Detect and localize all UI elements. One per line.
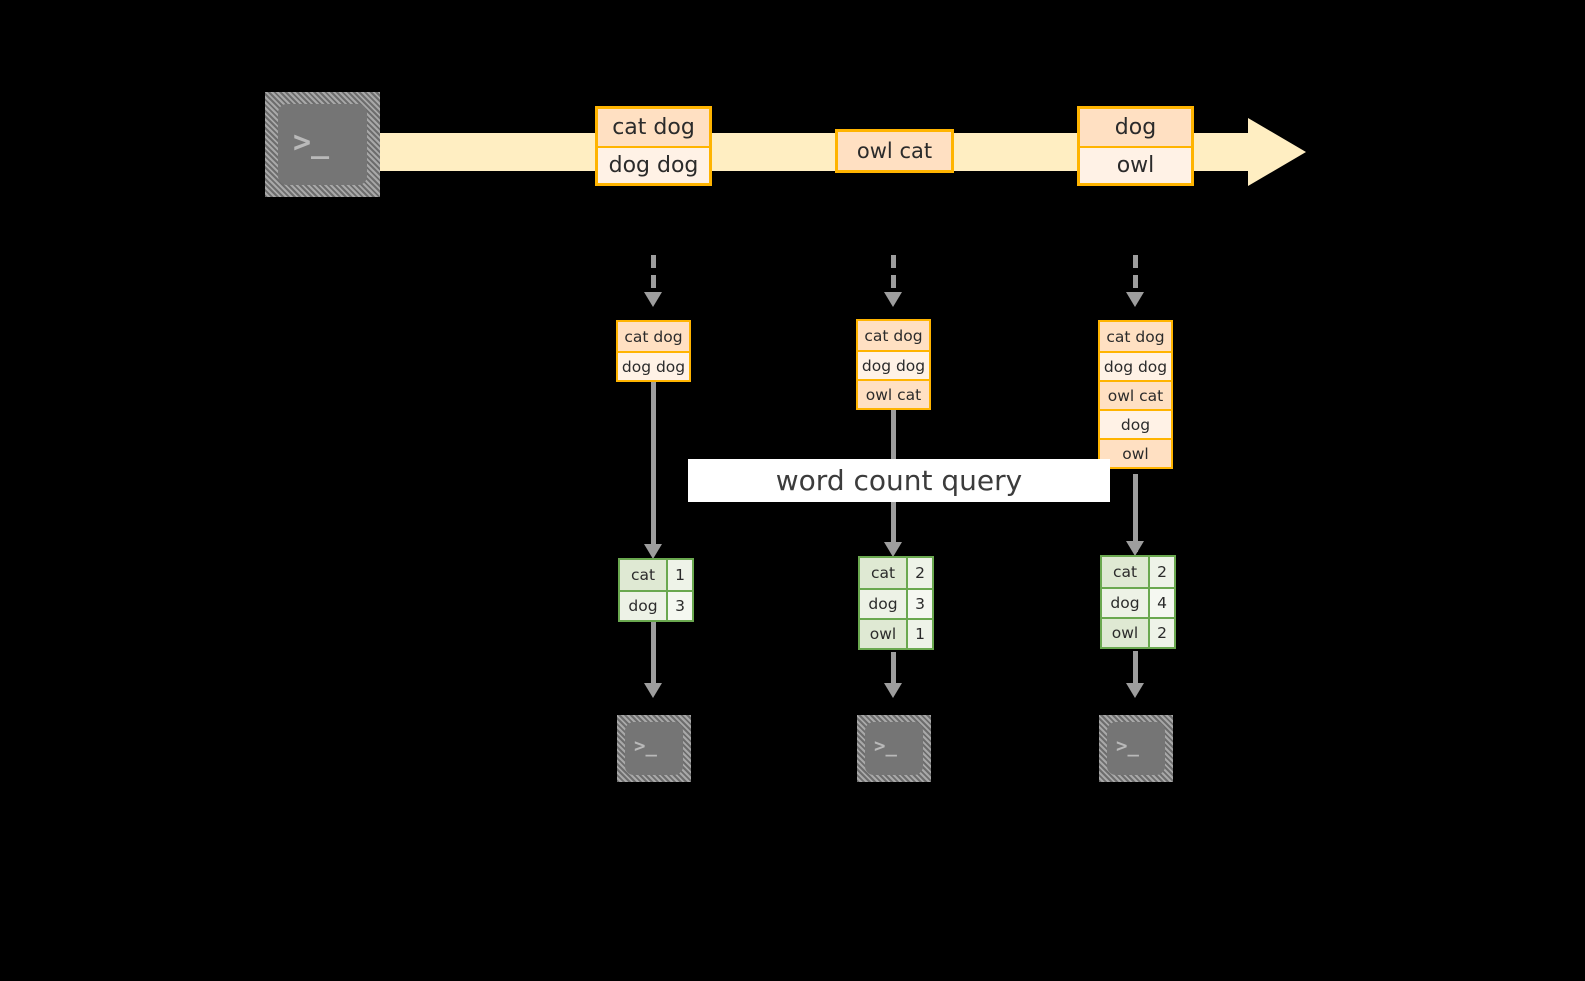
- result-count: 1: [906, 620, 932, 648]
- result-count: 2: [1148, 557, 1174, 587]
- stream-record-batch-1[interactable]: cat dog dog dog: [595, 106, 712, 186]
- result-word: owl: [1102, 619, 1148, 647]
- input-row: owl cat: [858, 379, 929, 408]
- connector-arrowhead-col-3-in: [1126, 292, 1144, 307]
- result-count: 3: [666, 592, 692, 620]
- result-count: 2: [1148, 619, 1174, 647]
- col-2-sink-terminal[interactable]: >_: [857, 715, 931, 782]
- terminal-prompt-icon: >_: [293, 125, 330, 160]
- source-terminal[interactable]: >_: [265, 92, 380, 197]
- result-row: dog 4: [1102, 587, 1174, 617]
- result-row: cat 2: [860, 558, 932, 588]
- record-line: owl cat: [838, 132, 951, 170]
- record-line: cat dog: [598, 109, 709, 146]
- record-line: owl: [1080, 146, 1191, 183]
- col-1-sink-terminal[interactable]: >_: [617, 715, 691, 782]
- record-line: dog: [1080, 109, 1191, 146]
- query-label-text: word count query: [775, 464, 1023, 497]
- result-word: cat: [1102, 557, 1148, 587]
- record-line: dog dog: [598, 146, 709, 183]
- connector-col-3-query: [1133, 474, 1138, 552]
- terminal-prompt-icon: >_: [874, 735, 897, 757]
- result-row: owl 1: [860, 618, 932, 648]
- result-row: dog 3: [620, 590, 692, 620]
- connector-col-1-sink: [651, 622, 656, 690]
- connector-col-2-sink: [891, 652, 896, 690]
- col-3-result-table[interactable]: cat 2 dog 4 owl 2: [1100, 555, 1176, 649]
- result-word: dog: [1102, 589, 1148, 617]
- connector-col-3-sink: [1133, 651, 1138, 690]
- col-3-input-table[interactable]: cat dog dog dog owl cat dog owl: [1098, 320, 1173, 469]
- input-row: owl: [1100, 438, 1171, 467]
- terminal-prompt-icon: >_: [634, 735, 657, 757]
- connector-arrowhead-col-1-in: [644, 292, 662, 307]
- terminal-body: [625, 722, 683, 775]
- dashed-connector-col-1: [651, 255, 656, 294]
- input-row: cat dog: [858, 321, 929, 350]
- connector-arrowhead-col-1-result: [644, 544, 662, 559]
- input-row: dog dog: [618, 351, 689, 380]
- result-row: cat 1: [620, 560, 692, 590]
- result-row: owl 2: [1102, 617, 1174, 647]
- result-count: 3: [906, 590, 932, 618]
- result-word: dog: [860, 590, 906, 618]
- result-count: 1: [666, 560, 692, 590]
- col-2-input-table[interactable]: cat dog dog dog owl cat: [856, 319, 931, 410]
- dashed-connector-col-2: [891, 255, 896, 294]
- connector-arrowhead-col-3-sink: [1126, 683, 1144, 698]
- connector-col-1-query: [651, 382, 656, 552]
- connector-arrowhead-col-2-sink: [884, 683, 902, 698]
- col-3-sink-terminal[interactable]: >_: [1099, 715, 1173, 782]
- result-word: cat: [860, 558, 906, 588]
- terminal-prompt-icon: >_: [1116, 735, 1139, 757]
- input-row: dog: [1100, 409, 1171, 438]
- connector-arrowhead-col-3-result: [1126, 541, 1144, 556]
- result-row: cat 2: [1102, 557, 1174, 587]
- input-row: owl cat: [1100, 380, 1171, 409]
- query-label: word count query: [688, 459, 1110, 502]
- terminal-body: [278, 104, 367, 185]
- input-row: cat dog: [1100, 322, 1171, 351]
- input-row: cat dog: [618, 322, 689, 351]
- dashed-connector-col-3: [1133, 255, 1138, 294]
- result-word: owl: [860, 620, 906, 648]
- result-row: dog 3: [860, 588, 932, 618]
- terminal-body: [865, 722, 923, 775]
- result-count: 4: [1148, 589, 1174, 617]
- result-word: dog: [620, 592, 666, 620]
- result-count: 2: [906, 558, 932, 588]
- col-1-input-table[interactable]: cat dog dog dog: [616, 320, 691, 382]
- terminal-body: [1107, 722, 1165, 775]
- stream-record-batch-2[interactable]: owl cat: [835, 129, 954, 173]
- col-1-result-table[interactable]: cat 1 dog 3: [618, 558, 694, 622]
- input-row: dog dog: [1100, 351, 1171, 380]
- input-row: dog dog: [858, 350, 929, 379]
- col-2-result-table[interactable]: cat 2 dog 3 owl 1: [858, 556, 934, 650]
- connector-arrowhead-col-1-sink: [644, 683, 662, 698]
- connector-arrowhead-col-2-result: [884, 542, 902, 557]
- connector-arrowhead-col-2-in: [884, 292, 902, 307]
- stream-record-batch-3[interactable]: dog owl: [1077, 106, 1194, 186]
- result-word: cat: [620, 560, 666, 590]
